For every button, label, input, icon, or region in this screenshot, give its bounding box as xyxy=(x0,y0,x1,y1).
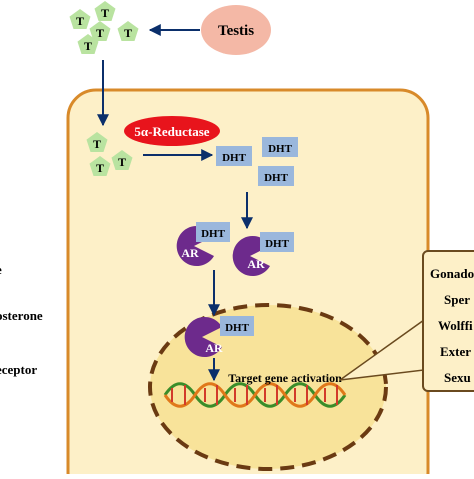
receptor-label: AR xyxy=(247,257,265,271)
receptor-label: AR xyxy=(181,246,199,260)
dht-molecule: DHT xyxy=(258,166,294,186)
legend-item: eceptor xyxy=(0,362,38,377)
testosterone-label: T xyxy=(124,26,132,40)
dht-label: DHT xyxy=(201,228,226,240)
reductase-enzyme xyxy=(124,116,220,146)
ar-dht-complex: AR DHT xyxy=(176,222,230,266)
testosterone-label: T xyxy=(118,155,126,169)
effect-item: Sexu xyxy=(444,370,471,385)
dht-label: DHT xyxy=(265,238,290,250)
testosterone-label: T xyxy=(96,26,104,40)
effect-item: Sper xyxy=(444,292,470,307)
legend-item: e xyxy=(0,262,2,278)
ar-dht-complex-nuclear: AR DHT xyxy=(184,316,254,357)
testis-organ xyxy=(201,5,271,55)
testosterone-label: T xyxy=(76,14,84,28)
dht-molecule: DHT xyxy=(216,146,252,166)
effect-item: Exter xyxy=(440,344,472,359)
testis-label: Testis xyxy=(218,23,254,39)
testosterone-label: T xyxy=(101,6,109,20)
gene-activation-label: Target gene activation xyxy=(228,371,342,385)
dna-helix xyxy=(163,382,347,408)
dht-label: DHT xyxy=(264,172,289,184)
receptor-label: AR xyxy=(205,341,223,355)
testosterone-label: T xyxy=(84,39,92,53)
testosterone-cluster-top: T T T T T xyxy=(69,1,139,54)
dht-label: DHT xyxy=(222,152,247,164)
dht-molecule: DHT xyxy=(262,137,298,157)
testosterone-cluster-cell: T T T xyxy=(86,132,133,176)
effect-item: Gonado xyxy=(430,266,474,281)
androgen-receptor xyxy=(184,317,222,357)
effect-item: Wolffi xyxy=(438,318,473,333)
testosterone-label: T xyxy=(93,137,101,151)
legend-item: osterone xyxy=(0,308,43,323)
effects-box: Gonado Sper Wolffi Exter Sexu xyxy=(422,250,474,392)
dht-label: DHT xyxy=(225,322,250,334)
ar-dht-complex: AR DHT xyxy=(232,232,294,276)
reductase-label: 5α-Reductase xyxy=(134,124,209,139)
testosterone-label: T xyxy=(96,161,104,175)
dht-label: DHT xyxy=(268,143,293,155)
